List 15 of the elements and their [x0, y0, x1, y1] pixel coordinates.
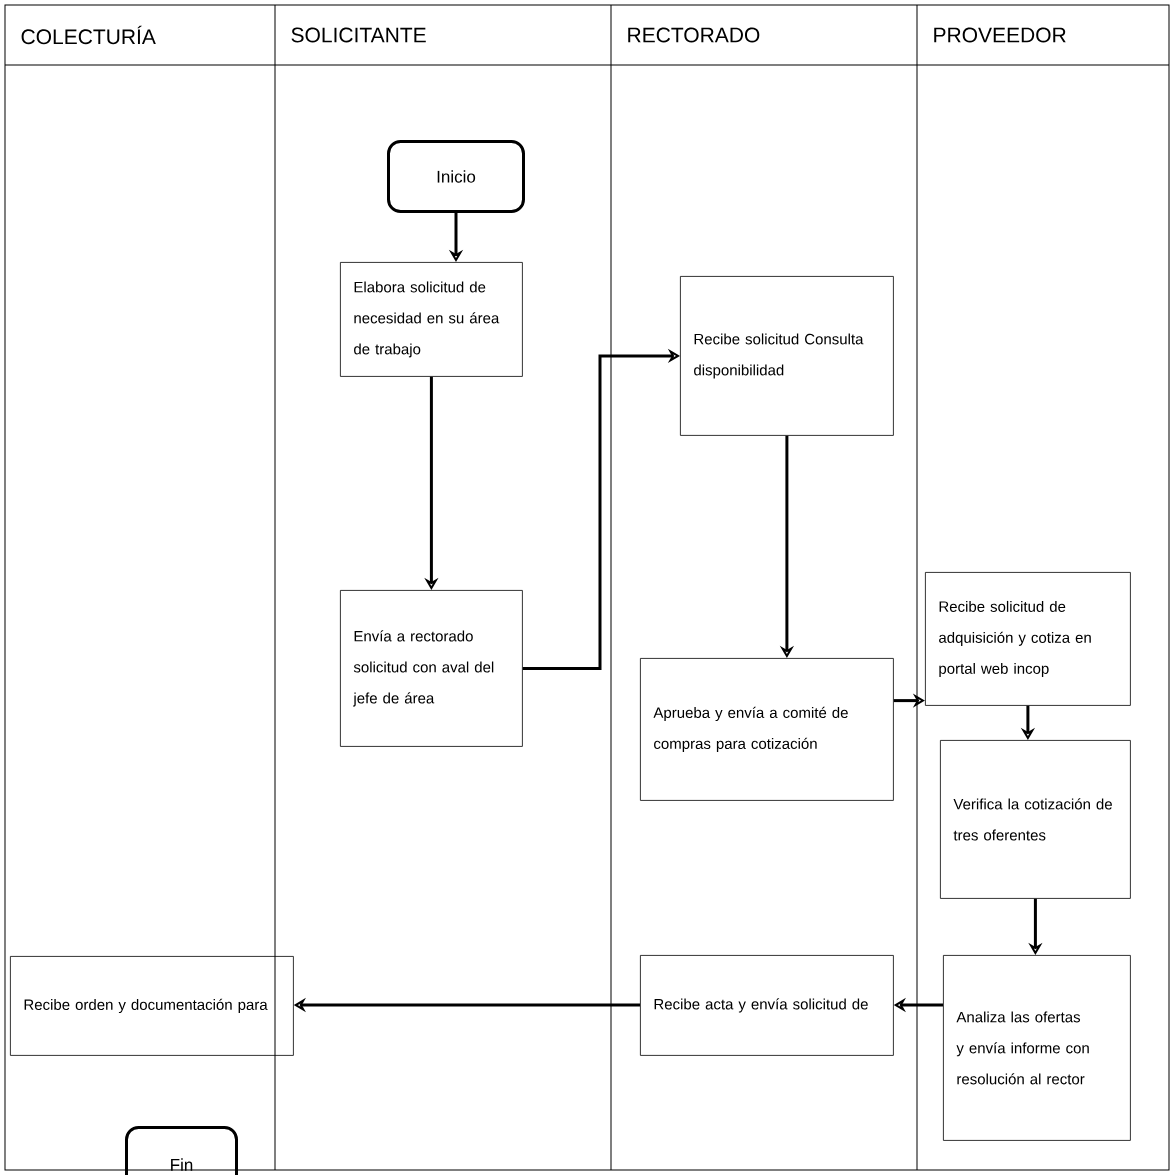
column-header: PROVEEDOR — [934, 27, 1066, 43]
terminator-box: Fin — [125, 1126, 238, 1175]
process-box: Recibe solicitud de adquisición y cotiza en portal web incop — [925, 572, 1131, 706]
process-box: Recibe solicitud Consulta disponibilidad — [680, 276, 894, 436]
process-box: Analiza las ofertas y envía informe con resolución al rector — [943, 955, 1131, 1141]
process-box: Recibe acta y envía solicitud de — [640, 955, 894, 1056]
process-box: Aprueba y envía a comité de compras para cotización — [640, 658, 894, 801]
terminator-box: Inicio — [387, 140, 525, 213]
process-box: Recibe orden y documentación para — [10, 956, 294, 1056]
column-header: RECTORADO — [628, 27, 760, 43]
column-header: SOLICITANTE — [291, 27, 426, 43]
column-header: COLECTURÍA — [21, 25, 156, 45]
process-box: Elabora solicitud de necesidad en su área de trabajo — [340, 262, 523, 377]
process-box: Verifica la cotización de tres oferentes — [940, 740, 1131, 899]
process-box: Envía a rectorado solicitud con aval del jefe de área — [340, 590, 523, 747]
